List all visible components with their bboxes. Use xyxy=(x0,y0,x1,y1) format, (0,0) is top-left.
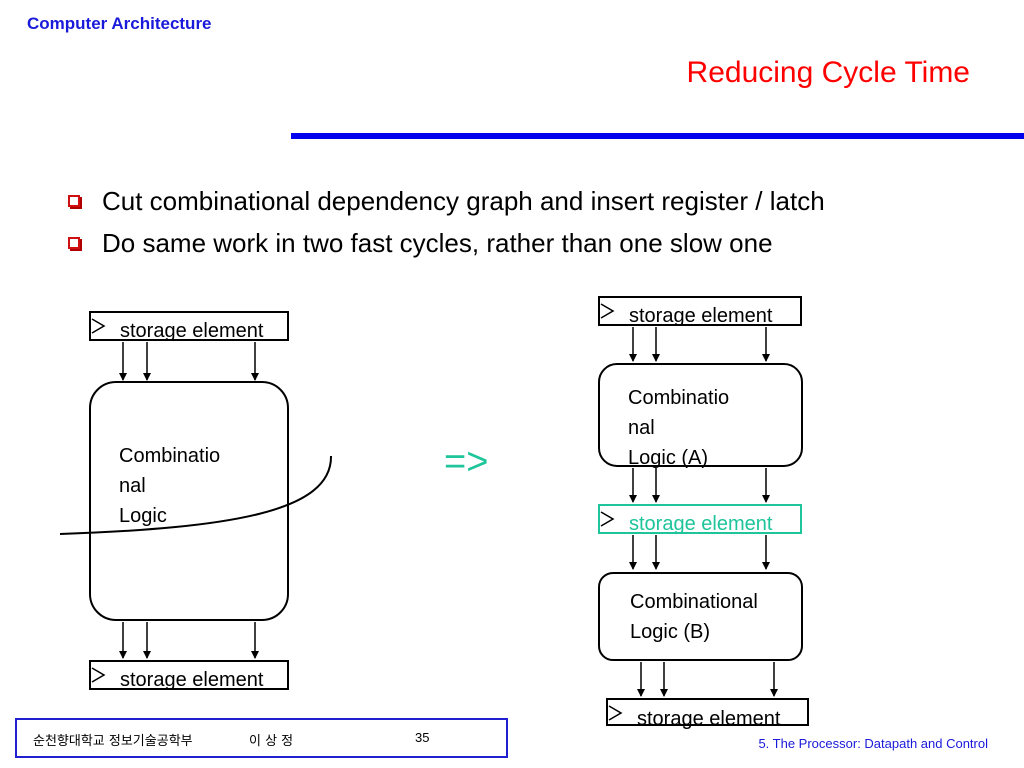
footer-author: 이 상 정 xyxy=(249,734,294,749)
storage-label: storage element xyxy=(629,513,773,535)
bullet-list: Cut combinational dependency graph and i… xyxy=(68,183,825,267)
cut-curve xyxy=(59,455,333,535)
svg-text:Combinatio: Combinatio xyxy=(628,387,729,409)
left-top-arrows xyxy=(119,342,259,381)
slide-title: Reducing Cycle Time xyxy=(686,56,970,89)
right-bottom-arrows xyxy=(637,662,778,697)
clock-triangle-icon xyxy=(600,511,615,527)
storage-label: storage element xyxy=(120,320,264,342)
svg-text:nal: nal xyxy=(119,475,146,497)
bullet-item: Do same work in two fast cycles, rather … xyxy=(68,225,825,267)
square-bullet-icon xyxy=(68,237,80,249)
svg-text:Combinational: Combinational xyxy=(630,591,758,613)
right-top-arrows xyxy=(629,327,770,362)
right-bottom-storage: storage element xyxy=(606,698,809,730)
clock-triangle-icon xyxy=(608,705,623,721)
storage-label: storage element xyxy=(629,305,773,327)
footer-box: 순천향대학교 정보기술공학부 이 상 정 35 xyxy=(15,718,508,758)
storage-label: storage element xyxy=(120,669,264,691)
bullet-text: Do same work in two fast cycles, rather … xyxy=(102,228,773,258)
left-logic-block: Combinatio nal Logic xyxy=(89,381,289,621)
right-mid-lower-arrows xyxy=(629,535,770,570)
transform-arrow: => xyxy=(444,441,488,483)
right-top-storage: storage element xyxy=(598,296,802,327)
right-mid-storage: storage element xyxy=(598,504,802,535)
footer-school: 순천향대학교 정보기술공학부 xyxy=(33,734,193,749)
page-number: 35 xyxy=(415,730,430,745)
storage-label: storage element xyxy=(637,708,781,730)
bullet-item: Cut combinational dependency graph and i… xyxy=(68,183,825,225)
svg-text:nal: nal xyxy=(628,417,655,439)
right-mid-arrows xyxy=(629,468,770,503)
clock-triangle-icon xyxy=(91,318,106,334)
svg-text:Logic (A): Logic (A) xyxy=(628,447,708,469)
left-bottom-storage: storage element xyxy=(89,660,289,691)
square-bullet-icon xyxy=(68,195,80,207)
left-top-storage: storage element xyxy=(89,311,289,342)
title-underline xyxy=(291,133,1024,139)
right-logic-b-block: Combinational Logic (B) xyxy=(598,572,803,661)
clock-triangle-icon xyxy=(600,303,615,319)
svg-text:Logic: Logic xyxy=(119,505,167,527)
right-logic-a-block: Combinatio nal Logic (A) xyxy=(598,363,803,469)
svg-text:Logic (B): Logic (B) xyxy=(630,621,710,643)
course-name: Computer Architecture xyxy=(27,14,212,33)
svg-text:Combinatio: Combinatio xyxy=(119,445,220,467)
bullet-text: Cut combinational dependency graph and i… xyxy=(102,186,825,216)
left-bottom-arrows xyxy=(119,622,259,659)
clock-triangle-icon xyxy=(91,667,106,683)
footer-chapter: 5. The Processor: Datapath and Control xyxy=(758,736,988,751)
